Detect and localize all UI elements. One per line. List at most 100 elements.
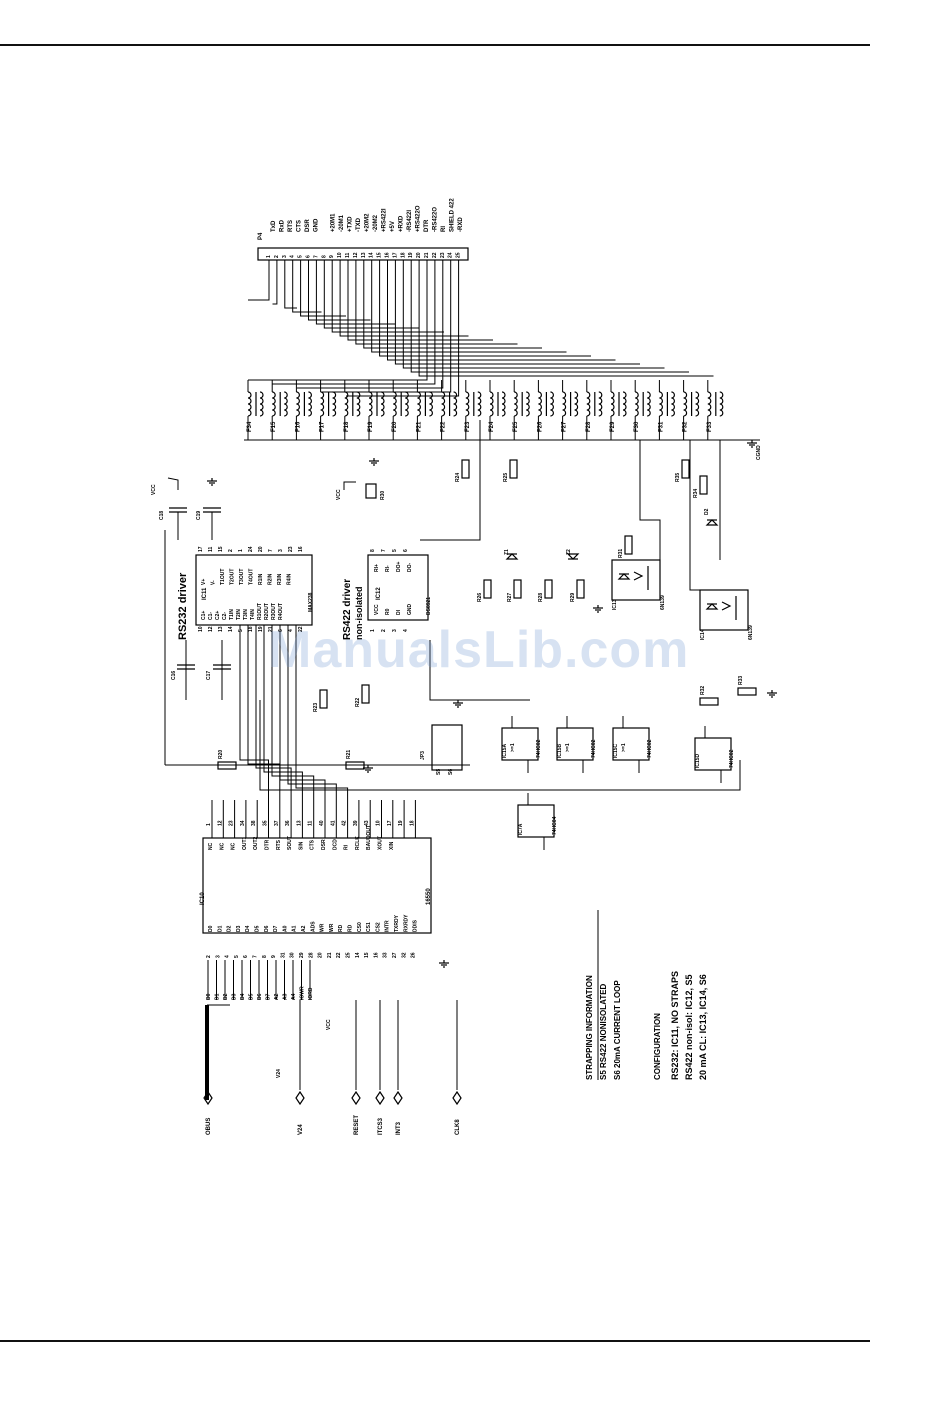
connector-signal-label: DSR (305, 219, 311, 232)
ic10-pin-number: 40 (319, 820, 325, 826)
filter-label: F19 (368, 421, 374, 432)
ic11-pin-number: 10 (198, 626, 204, 632)
filter-coil (429, 391, 433, 417)
gate-part: 74HC02 (729, 749, 735, 768)
ic10-pin-number: 28 (308, 952, 314, 958)
gate-func: >=1 (510, 743, 516, 752)
filter-coil (501, 391, 506, 417)
configuration-line: RS232: IC11, NO STRAPS (670, 971, 680, 1080)
ic10-pin-right: BAUDOUT (366, 825, 372, 850)
connector-signal-label: +RS422O (416, 205, 422, 232)
logic-gate (556, 727, 594, 761)
ic10-pin-number: 16 (373, 952, 379, 958)
filter-label: F34 (247, 421, 253, 432)
bus-connector-icon (393, 1090, 403, 1106)
connector-pin-number: 10 (337, 252, 343, 258)
capacitor-label: C19 (196, 511, 202, 520)
bus-connector-icon (203, 1090, 213, 1106)
rs422-subtitle: non-isolated (354, 587, 364, 641)
gate-func: >=1 (565, 743, 571, 752)
ic10-pin-number: 35 (263, 820, 269, 826)
connector-pin-number: 17 (392, 252, 398, 258)
filter-coil (683, 391, 688, 417)
ic11-pin-number: 17 (198, 546, 204, 552)
ic11-pin-number: 20 (258, 546, 264, 552)
ic10-pin-right: XOUT (378, 836, 384, 850)
bus-input-label: RESET (354, 1115, 360, 1135)
ic10-pin-left: D5 (255, 925, 261, 932)
filter-coil (477, 391, 482, 417)
resistor-label: R33 (738, 676, 744, 685)
opto-led-icon (705, 603, 719, 610)
ic10-pin-number: 34 (240, 820, 246, 826)
ic11-pin-right: R4IN (287, 573, 293, 585)
resistor-label: R29 (570, 593, 576, 602)
ic11-pin-number: 6 (278, 629, 284, 632)
logic-gate (694, 737, 732, 771)
connector-pin-number: 11 (345, 252, 351, 258)
ic10-pin-number: 5 (234, 955, 240, 958)
filter-coil (598, 391, 603, 417)
vcc-label: VCC (326, 1019, 332, 1030)
ic12-pin-number: 7 (381, 549, 387, 552)
resistor-r31 (624, 535, 633, 555)
bus-signal-label: A4 (291, 993, 297, 1000)
opto-led-icon (617, 573, 631, 580)
bus-signal-label: IORD (308, 987, 314, 1000)
resistor-label: R32 (700, 686, 706, 695)
ic10-pin-right: RI (344, 844, 350, 850)
strap-label: S5 (436, 769, 442, 775)
ic11-pin-number: 21 (268, 626, 274, 632)
filter-coil (272, 391, 276, 417)
connector-trace (308, 260, 371, 321)
ic12-pin: DO+ (396, 562, 402, 573)
connector-trace (418, 260, 714, 377)
ic10-pin-right: CTS (310, 839, 316, 850)
resistor-label: R30 (380, 491, 386, 500)
ic11-pin-left: C1- (208, 612, 214, 620)
logic-gate (517, 804, 555, 838)
ic10-pin-left: A1 (292, 925, 298, 932)
resistor-r21 (345, 761, 365, 770)
filter-coil (610, 391, 615, 417)
connector-pin-number: 7 (313, 255, 319, 258)
filter-coil (550, 391, 554, 417)
ic11-pin-number: 16 (298, 546, 304, 552)
ic11-pin-left: R2OUT (264, 603, 270, 620)
connector-trace (292, 260, 322, 313)
ic10-pin-left: RXRDY (403, 914, 409, 932)
connector-signal-label: -TXD (356, 217, 362, 232)
connector-signal-label: TxD (271, 220, 277, 232)
ic10-pin-right: NC (219, 842, 225, 850)
ic10-pin-left: CS1 (366, 922, 372, 932)
connector-pin-number: 20 (416, 252, 422, 258)
resistor-r24 (461, 459, 470, 479)
connector-pin-number: 4 (290, 255, 296, 258)
connector-pin-number: 18 (400, 252, 406, 258)
resistor-r29 (576, 579, 585, 599)
ic11-part: MAX238 (308, 592, 314, 612)
ic10-pin-right: DCD (332, 839, 338, 850)
ic12-ds8921 (367, 554, 429, 621)
ic10-pin-left: A2 (301, 925, 307, 932)
zener-z1 (505, 553, 519, 560)
resistor-r20 (217, 761, 237, 770)
strapping-line: S5 RS422 NONISOLATED (599, 983, 608, 1080)
vcc-label: VCC (151, 484, 157, 495)
bus-connector-icon (375, 1090, 385, 1106)
filter-label: F32 (683, 421, 689, 432)
ic10-pin-number: 30 (290, 952, 296, 958)
filter-coil (453, 391, 458, 417)
ic11-pin-left: R1OUT (257, 603, 263, 620)
watermark: ManualsLib.com (268, 621, 690, 679)
ic10-pin-number: 19 (398, 820, 404, 826)
filter-coil (259, 391, 264, 417)
filter-label: F20 (392, 421, 398, 432)
connector-signal-label: DTR (424, 219, 430, 232)
bus-input-label: OBUS (206, 1118, 212, 1135)
ic10-part: 16550 (426, 888, 432, 905)
connector-signal-label: RTS (288, 220, 294, 232)
trace (259, 700, 741, 791)
connector-trace (248, 260, 428, 381)
vcc-label: VCC (336, 489, 342, 500)
